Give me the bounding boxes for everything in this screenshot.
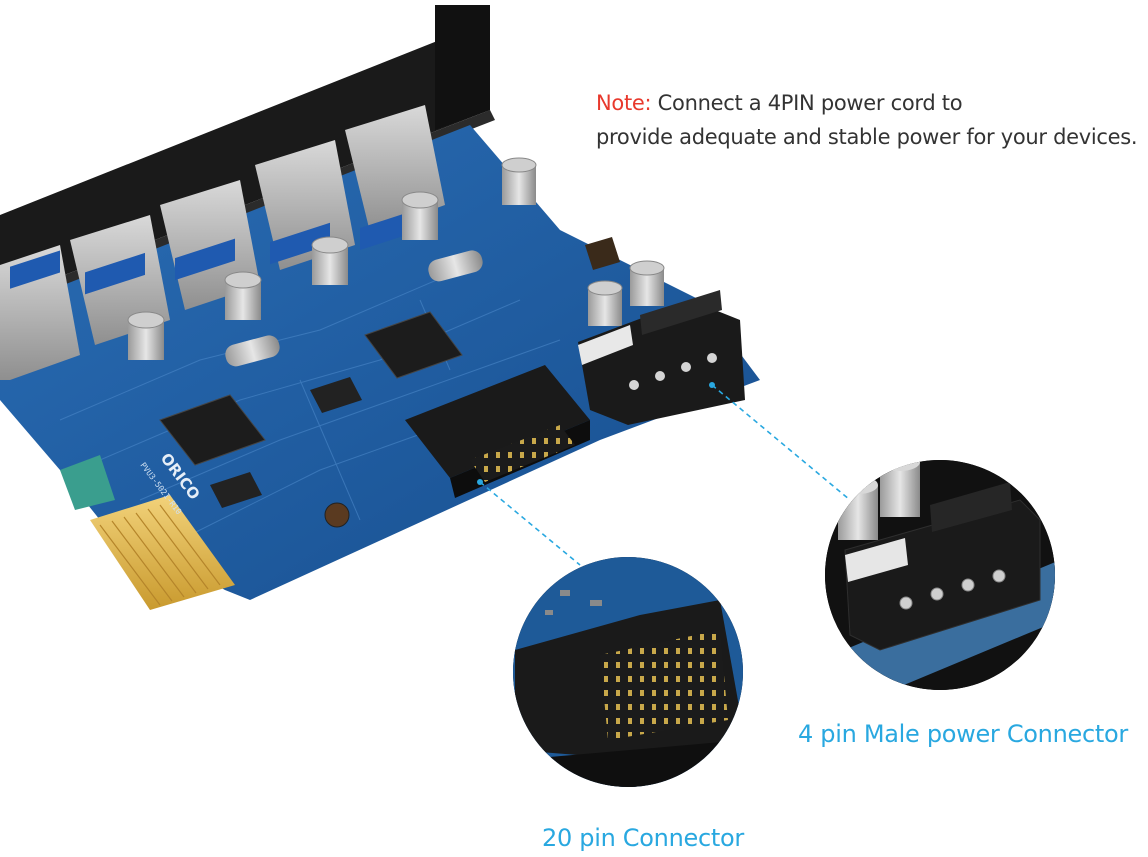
zoom-circle-power-connector <box>825 460 1055 690</box>
capacitor <box>127 311 165 360</box>
callout-20pin-connector: 20 pin Connector <box>542 824 744 852</box>
note-line-1-text: Connect a 4PIN power cord to <box>651 91 963 115</box>
capacitor <box>587 280 623 326</box>
capacitor <box>629 260 665 306</box>
capacitor <box>501 157 537 205</box>
note-line-1: Note: Connect a 4PIN power cord to <box>596 86 1148 120</box>
capacitor <box>224 271 262 320</box>
controller-chips <box>159 237 620 528</box>
note-label: Note: <box>596 91 652 115</box>
molex-power-header <box>578 290 745 425</box>
capacitors <box>127 157 665 360</box>
capacitor <box>401 191 439 240</box>
pcie-edge-connector <box>60 455 235 610</box>
zoom-circle-20pin-connector <box>513 557 743 787</box>
usb-port <box>0 245 80 380</box>
power-note: Note: Connect a 4PIN power cord to provi… <box>596 86 1148 154</box>
leader-lines <box>477 382 851 566</box>
callout-power-connector: 4 pin Male power Connector <box>798 720 1128 748</box>
twenty-pin-header <box>405 365 590 498</box>
note-line-2: provide adequate and stable power for yo… <box>596 125 1138 149</box>
crystal-oscillators <box>225 250 483 367</box>
leader-line-20pin <box>479 481 581 566</box>
capacitor <box>311 236 349 285</box>
leader-line-power <box>711 384 851 501</box>
